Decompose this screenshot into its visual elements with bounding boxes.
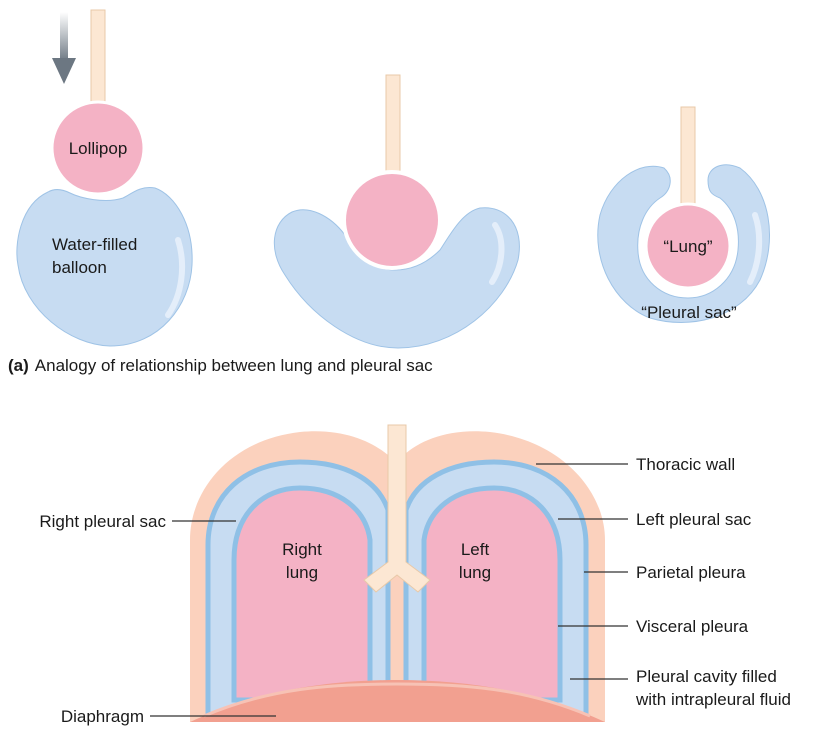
left-lung-label-line2: lung [459,563,491,582]
lollipop-stick [386,75,400,185]
right-lung [234,488,370,700]
left-pleural-sac-label: Left pleural sac [636,510,752,529]
left-lung-label-line1: Left [461,540,490,559]
pleural-sac-analogy-label: “Pleural sac” [641,303,737,322]
lung-analogy-label: “Lung” [663,237,712,256]
stage-3-lung-in-pleural-sac [598,107,770,322]
lollipop-label: Lollipop [69,139,128,158]
lollipop-stick [91,10,105,110]
lollipop [344,172,440,268]
stage-2-lollipop-indenting-balloon [274,75,519,348]
visceral-pleura-label: Visceral pleura [636,617,749,636]
thorax-cross-section [190,425,605,722]
balloon-label-line2: balloon [52,258,107,277]
panel-a-caption-letter: (a) [8,356,29,375]
pleural-cavity-label-line1: Pleural cavity filled [636,667,777,686]
right-pleural-sac-label: Right pleural sac [39,512,166,531]
balloon-label-line1: Water-filled [52,235,137,254]
pleural-cavity-label-line2: with intrapleural fluid [635,690,791,709]
right-lung-label-line1: Right [282,540,322,559]
right-lung-label-line2: lung [286,563,318,582]
push-down-arrow [52,12,76,84]
parietal-pleura-label: Parietal pleura [636,563,746,582]
lollipop-stick [681,107,695,207]
left-lung [424,488,560,700]
panel-a-caption: (a) Analogy of relationship between lung … [8,356,433,376]
stage-1-lollipop-and-balloon [17,10,192,346]
panel-a-caption-text: Analogy of relationship between lung and… [35,356,433,375]
diaphragm-label: Diaphragm [61,707,144,726]
callout-parietal-pleura: Parietal pleura [584,563,746,582]
thoracic-wall-label: Thoracic wall [636,455,735,474]
